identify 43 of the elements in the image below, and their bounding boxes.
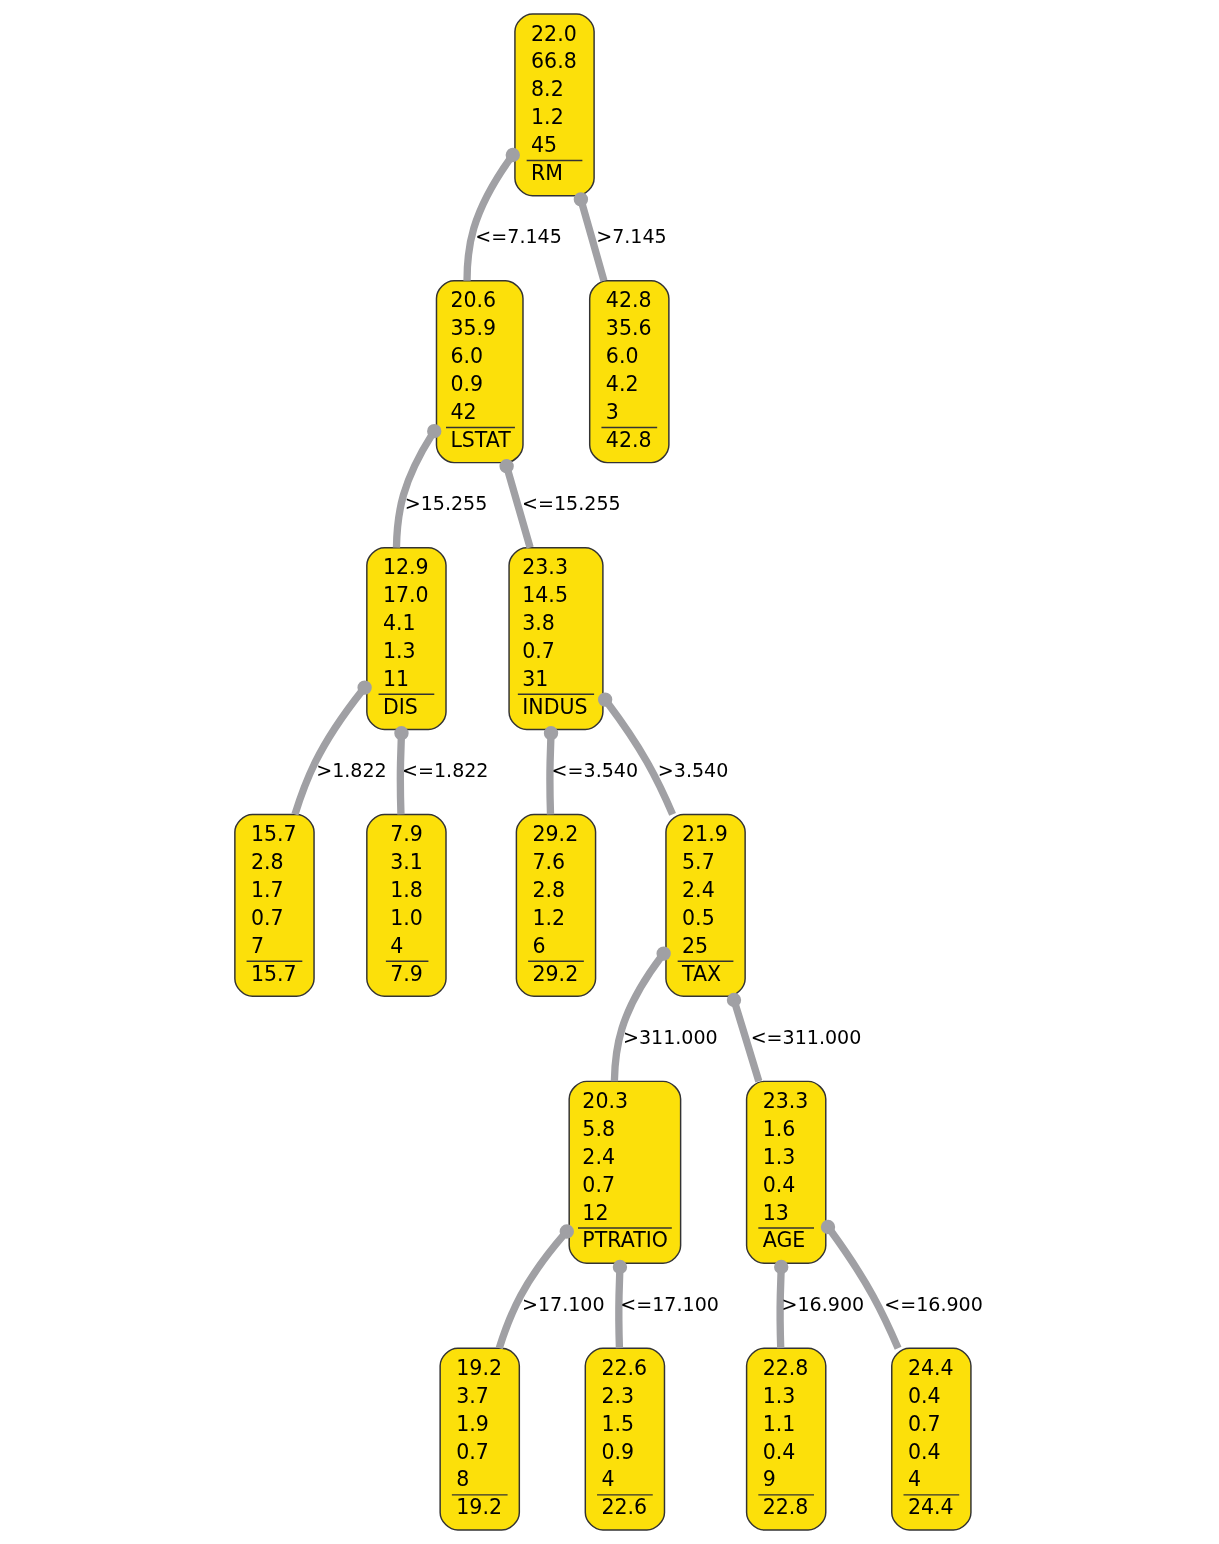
edge-label: >15.255: [404, 492, 488, 515]
node-box: 15.7 2.8 1.7 0.7 7 15.7: [234, 813, 315, 998]
node-box: 23.3 14.5 3.8 0.7 31 INDUS: [508, 546, 604, 731]
node-box: 12.9 17.0 4.1 1.3 11 DIS: [366, 546, 447, 731]
connector: [774, 1259, 789, 1349]
node-box: 22.6 2.3 1.5 0.9 4 22.6: [584, 1347, 666, 1531]
node-box: 29.2 7.6 2.8 1.2 6 29.2: [515, 813, 597, 998]
node-box: 7.9 3.1 1.8 1.0 4 7.9: [366, 813, 447, 998]
node-box: 22.8 1.3 1.1 0.4 9 22.8: [745, 1347, 827, 1531]
edge-label: >17.100: [522, 1292, 605, 1315]
connector: [543, 726, 559, 815]
node-box: 23.3 1.6 1.3 0.4 13 AGE: [745, 1080, 827, 1264]
edge-label: <=15.255: [522, 492, 621, 515]
connector: [573, 192, 608, 282]
connector: [610, 946, 671, 1082]
connector: [463, 147, 520, 281]
edge-label: <=311.000: [750, 1025, 862, 1048]
connector: [394, 726, 409, 815]
edge-label: >16.900: [781, 1292, 865, 1315]
edge-label: <=16.900: [884, 1292, 983, 1315]
connector: [392, 423, 442, 548]
node-box: 22.0 66.8 8.2 1.2 45 RM: [514, 13, 595, 197]
node-box: 20.3 5.8 2.4 0.7 12 PTRATIO: [568, 1080, 682, 1264]
node-box: 21.9 5.7 2.4 0.5 25 TAX: [665, 813, 746, 998]
edge-label: >7.145: [596, 225, 667, 248]
node-box: 19.2 3.7 1.9 0.7 8 19.2: [439, 1347, 521, 1531]
edge-label: <=3.540: [551, 758, 639, 781]
edge-label: >3.540: [657, 758, 729, 781]
edge-label: <=17.100: [620, 1292, 719, 1315]
edge-label: <=1.822: [402, 758, 489, 781]
connector: [291, 680, 372, 816]
connector: [726, 992, 763, 1083]
connector: [612, 1259, 628, 1349]
connector: [597, 692, 676, 816]
connector: [820, 1219, 902, 1350]
node-box: 42.8 35.6 6.0 4.2 3 42.8: [588, 280, 670, 464]
connector: [499, 459, 534, 549]
edge-label: >311.000: [622, 1025, 718, 1048]
connector: [495, 1224, 574, 1350]
edge-label: >1.822: [316, 758, 387, 781]
edge-label: <=7.145: [475, 225, 562, 248]
node-box: 24.4 0.4 0.7 0.4 4 24.4: [891, 1347, 972, 1531]
node-box: 20.6 35.9 6.0 0.9 42 LSTAT: [435, 280, 524, 464]
